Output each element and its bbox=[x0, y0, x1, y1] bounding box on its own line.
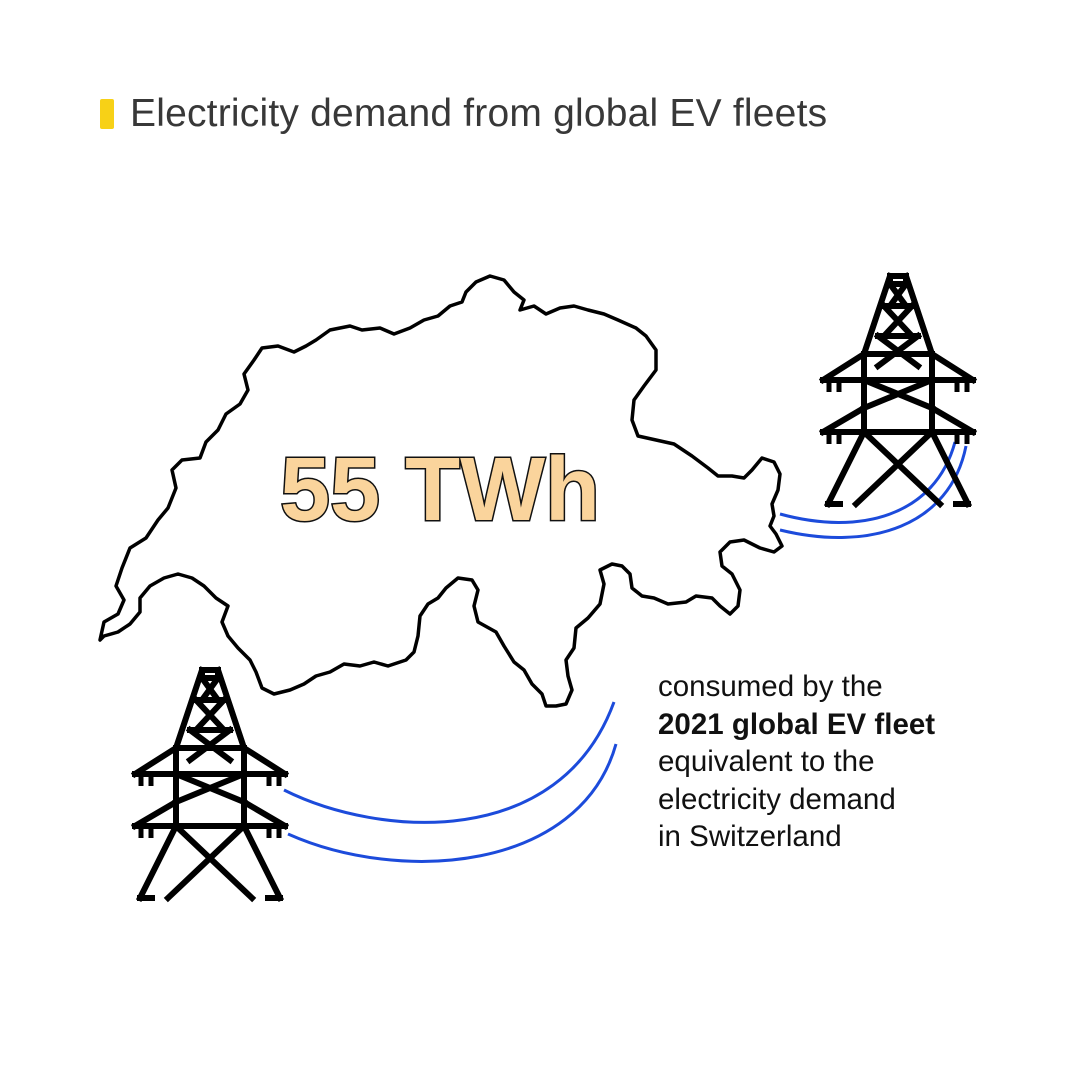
caption-line-2-bold: 2021 global EV fleet bbox=[658, 707, 936, 741]
caption-block: consumed by the 2021 global EV fleet equ… bbox=[658, 668, 998, 856]
power-pylon-left-icon bbox=[135, 670, 285, 898]
power-line-left-upper bbox=[283, 701, 616, 824]
switzerland-outline-map bbox=[98, 274, 784, 708]
power-line-left-lower bbox=[287, 743, 618, 863]
caption-line-3: equivalent to the bbox=[658, 745, 875, 778]
headline-value: 55 TWh bbox=[280, 440, 600, 540]
power-line-right-lower bbox=[779, 445, 968, 539]
page-title: Electricity demand from global EV fleets bbox=[130, 92, 828, 135]
power-pylon-right-icon bbox=[823, 276, 973, 504]
caption-line-1: consumed by the bbox=[658, 670, 883, 703]
power-line-right-upper bbox=[779, 441, 957, 524]
caption-line-4: electricity demand bbox=[658, 782, 896, 816]
caption-line-5: in Switzerland bbox=[658, 820, 842, 853]
title-marker-bar bbox=[100, 99, 114, 129]
title-row: Electricity demand from global EV fleets bbox=[100, 92, 827, 136]
